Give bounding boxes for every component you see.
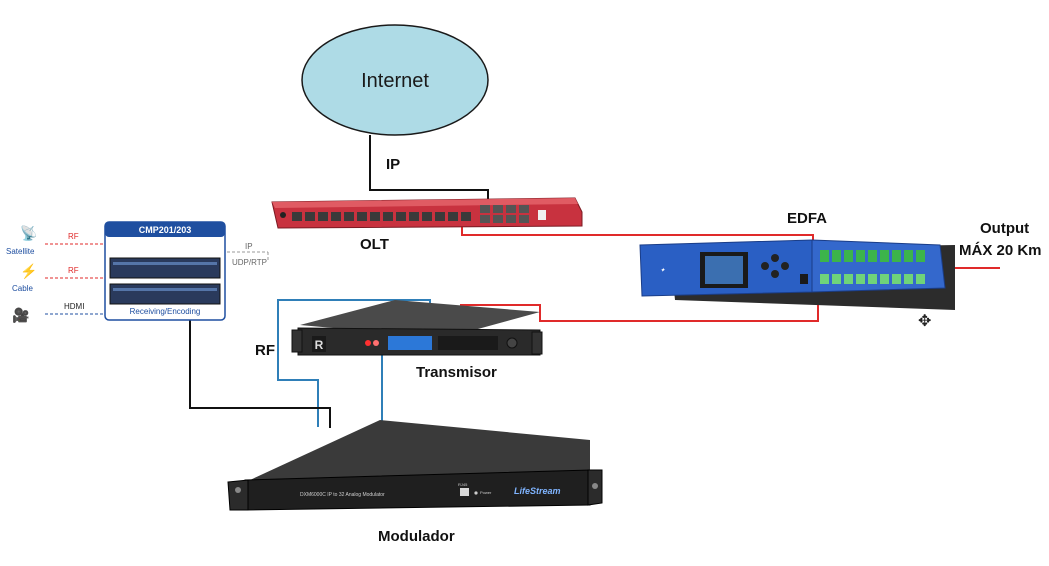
modulator-brand: LifeStream (514, 486, 561, 496)
rf-link-left (277, 299, 382, 427)
transmisor-edfa-fiber (460, 282, 819, 322)
internet-label: Internet (361, 70, 429, 92)
modulator-power-label: Power (480, 490, 492, 495)
output-label: Output (980, 220, 1030, 237)
modulator-model-text: DXM6000C IP to 32 Analog Modulator (300, 492, 385, 498)
output-distance-label: MÁX 20 Km (959, 242, 1042, 259)
olt-label: OLT (360, 236, 389, 253)
edfa-label: EDFA (787, 210, 828, 227)
encoder-panel: CMP201/203 Receiving/Encoding 📡 Satellit… (6, 221, 269, 324)
input-signal-rf-1: RF (68, 232, 79, 241)
encoder-title: CMP201/203 (139, 225, 192, 235)
input-signal-hdmi: HDMI (64, 302, 84, 311)
modulator-port-label: RJ45 (458, 482, 468, 487)
move-cursor-icon: ✥ (918, 313, 931, 330)
svg-text:✦: ✦ (660, 267, 666, 274)
encoder-out-proto: UDP/RTP (232, 258, 267, 267)
camera-icon: 🎥 (12, 307, 29, 324)
transmisor-device: R (291, 300, 543, 356)
transmisor-label: Transmisor (416, 364, 497, 381)
internet-cloud (301, 24, 489, 136)
olt-device (271, 197, 583, 229)
input-signal-rf-2: RF (68, 266, 79, 275)
ip-label: IP (386, 156, 401, 173)
svg-text:R: R (315, 338, 324, 352)
cable-icon: ⚡ (20, 263, 37, 280)
edfa-device: ✦ (639, 239, 955, 310)
encoder-modulator-link (189, 318, 331, 428)
modulador-label: Modulador (378, 528, 455, 545)
modulador-device: DXM6000C IP to 32 Analog Modulator RJ45 … (227, 420, 603, 511)
input-source-satellite: Satellite (6, 247, 35, 256)
encoder-caption: Receiving/Encoding (130, 307, 201, 316)
input-source-cable: Cable (12, 284, 33, 293)
encoder-out-ip: IP (245, 242, 253, 251)
rf-label: RF (255, 342, 275, 359)
satellite-icon: 📡 (20, 224, 38, 242)
